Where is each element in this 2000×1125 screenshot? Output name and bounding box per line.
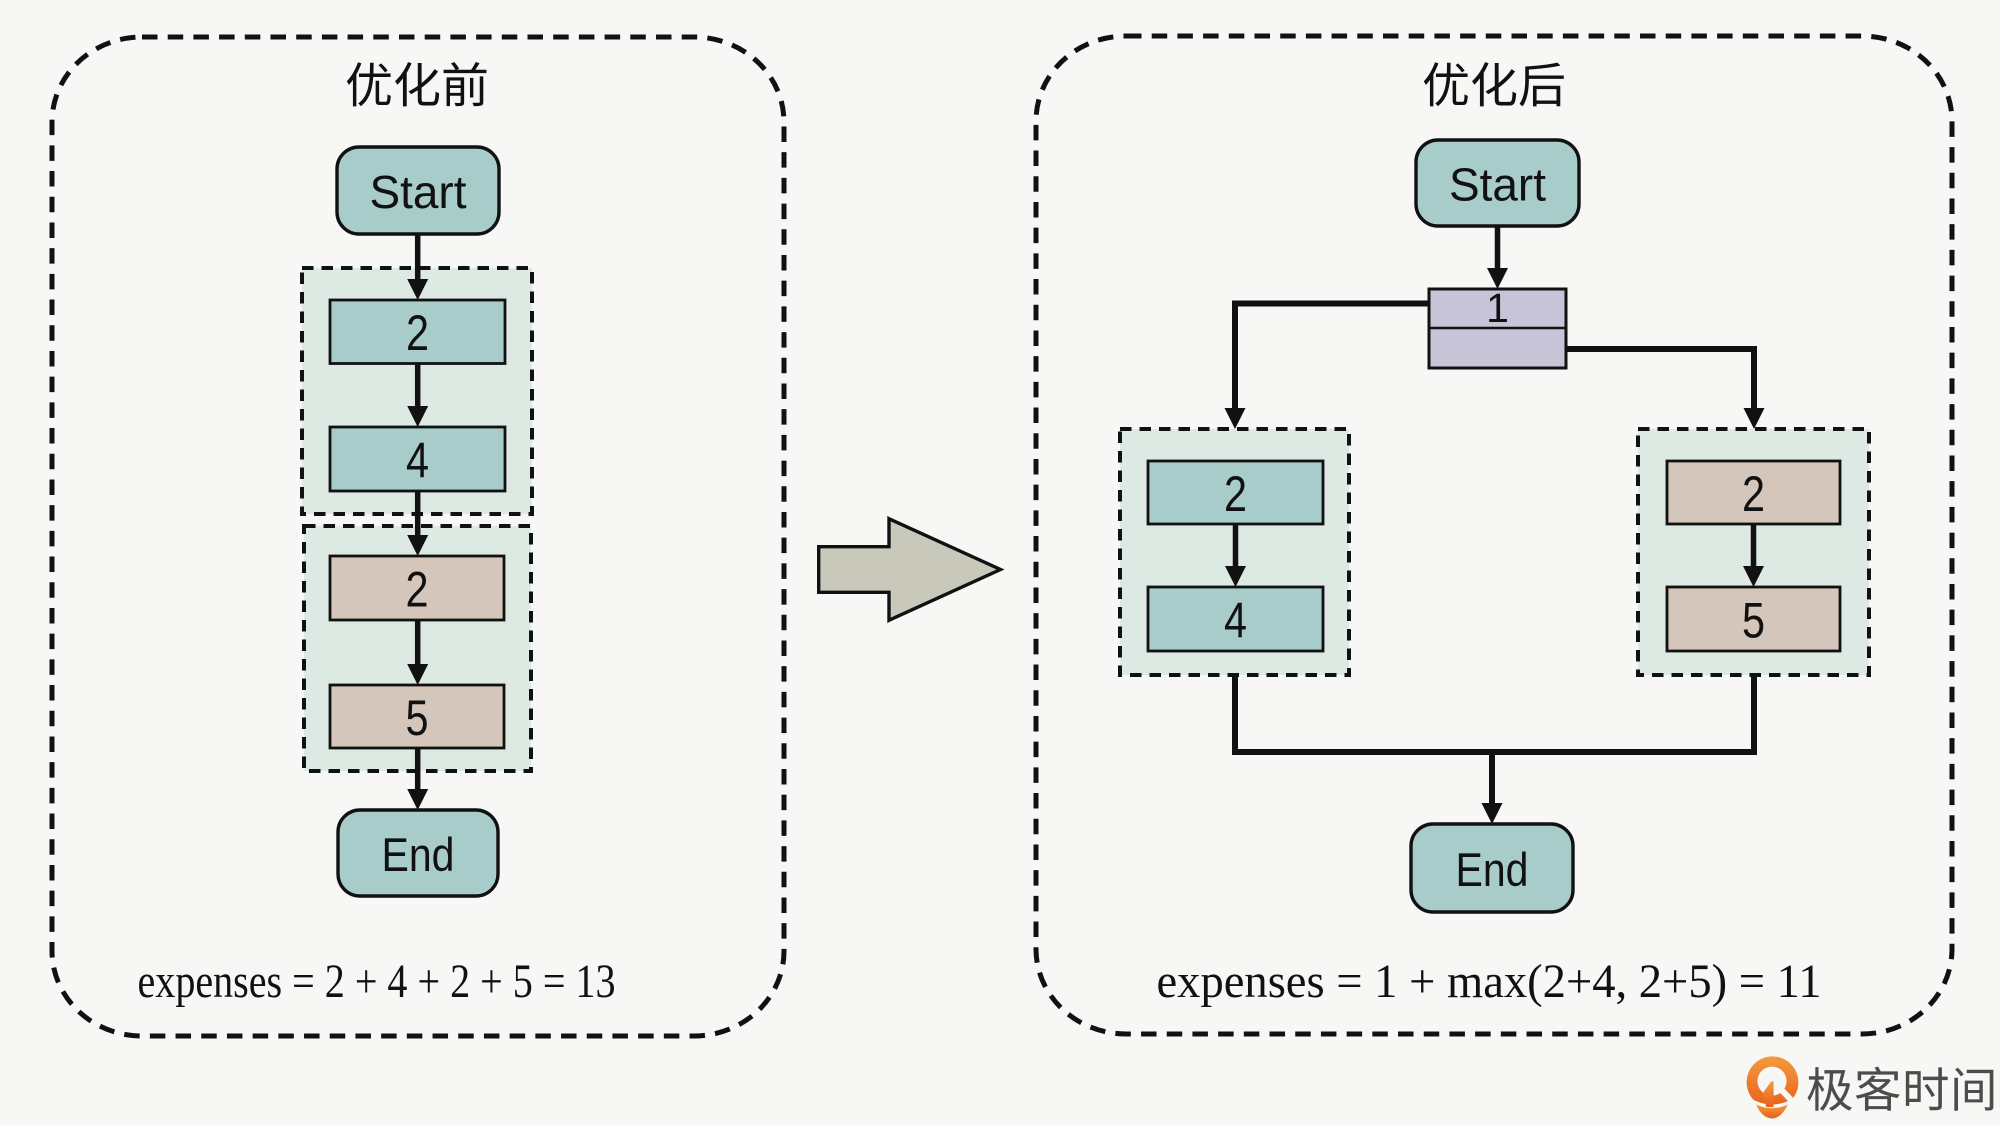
svg-text:2: 2 — [406, 305, 429, 361]
svg-text:2: 2 — [1742, 466, 1765, 522]
svg-text:5: 5 — [406, 690, 429, 746]
svg-text:5: 5 — [1742, 593, 1765, 649]
svg-text:End: End — [382, 828, 455, 881]
svg-text:Start: Start — [1449, 159, 1546, 211]
svg-text:expenses = 1 + max(2+4, 2+5) =: expenses = 1 + max(2+4, 2+5) = 11 — [1157, 955, 1822, 1008]
svg-text:4: 4 — [1224, 593, 1247, 649]
svg-text:End: End — [1456, 843, 1529, 896]
svg-text:1: 1 — [1486, 285, 1509, 331]
svg-text:2: 2 — [1224, 466, 1247, 522]
svg-text:expenses = 2 + 4 + 2 + 5 = 13: expenses = 2 + 4 + 2 + 5 = 13 — [138, 955, 616, 1008]
svg-text:2: 2 — [406, 562, 429, 618]
svg-text:4: 4 — [406, 433, 429, 489]
svg-text:Start: Start — [370, 166, 467, 218]
